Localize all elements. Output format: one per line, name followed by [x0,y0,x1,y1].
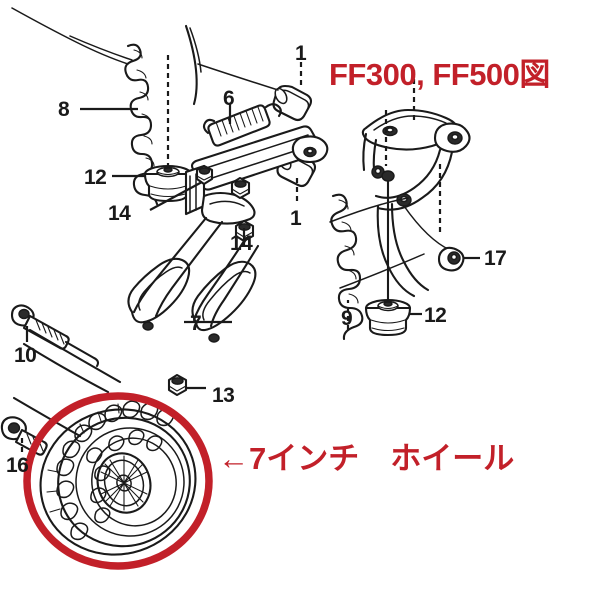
callout-7: 7 [190,312,202,335]
callout-9: 9 [341,307,353,330]
callout-16: 16 [6,454,29,477]
axle-arm-upper [28,328,122,384]
leader-14-left [149,181,203,211]
callout-6: 6 [223,87,235,110]
part-14-nut-left [195,164,214,186]
callout-12-right: 12 [424,304,447,327]
wheel-annotation-label: ←7インチ ホイール [218,441,515,476]
part-14-nut-center [230,176,251,200]
part-1-bushing-upper [272,84,313,122]
link-to-bushing-upper [197,63,279,91]
knob-shaft-head [381,170,395,182]
part-9-wavy-spring-clip [330,193,364,341]
callout-1-upper: 1 [295,42,307,65]
callout-14-center: 14 [230,232,253,255]
callout-1-lower: 1 [290,207,302,230]
right-bracket-assembly [329,70,471,298]
callout-10: 10 [14,344,37,367]
callout-13: 13 [212,384,235,407]
axle-arm-bottom [12,396,82,438]
callout-17: 17 [484,247,507,270]
wheel-highlight-circle [23,392,213,570]
part-7-wheel-fork-arm [127,216,260,343]
wheel-assembly [39,400,197,556]
axle-arm-lower [22,342,110,394]
part-12-knob-left [143,164,193,203]
part-17-bolt [437,246,465,272]
part-8-wavy-spring-clip [124,43,159,206]
part-12-knob-right [364,298,412,337]
callout-12-left: 12 [84,166,107,189]
callout-8: 8 [58,98,70,121]
part-13-nut [167,373,188,397]
page-title: FF300, FF500図 [329,57,550,92]
callout-14-left: 14 [108,202,131,225]
rod-center-top [184,24,202,106]
part-10-long-bolt [10,304,100,368]
linkage-upper-left [11,7,133,65]
part-6-tension-spring [202,103,282,147]
